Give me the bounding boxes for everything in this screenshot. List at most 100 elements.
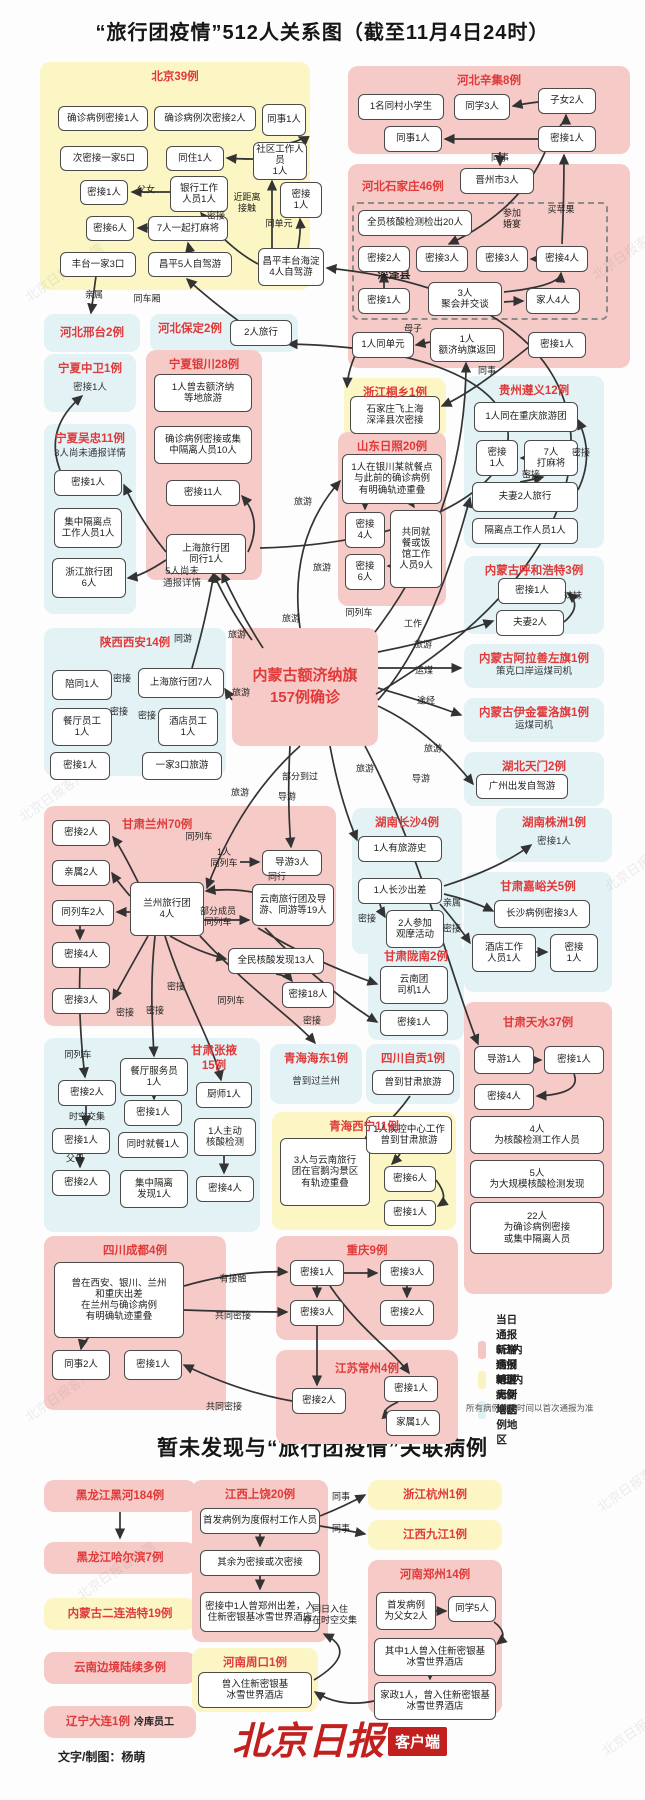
edge-label: 同事 [490,152,510,163]
case-node: 密接 6人 [345,554,385,590]
case-node: 密接1人 [52,1128,110,1154]
case-node: 同事1人 [262,104,306,136]
case-node: 密接中1人曾郑州出差，入住新密银基冰雪世界酒店 [200,1592,320,1632]
group-title-zhongwei: 宁夏中卫1例 [58,363,122,375]
case-node: 密接4人 [536,246,588,272]
group-title-huhht: 内蒙古呼和浩特3例 [484,565,584,577]
group-title-changsha: 湖南长沙4例 [375,817,439,829]
case-node: 密接3人 [416,246,468,272]
case-node: 密接1人 [538,126,596,152]
edge-label: 密接 [112,673,132,684]
edge-label: 密接 [521,469,541,480]
case-node: 导游1人 [474,1046,534,1074]
case-node: 一家3口旅游 [142,752,222,780]
edge-label: 共同密接 [214,1310,252,1321]
legend-label: 5日内通报新增病例地区 [495,1344,523,1416]
edge-label: 时空交集 [68,1111,106,1122]
edge-label: 旅游 [281,613,301,624]
group-title-wuzhong: 宁夏吴忠11例 [55,433,125,445]
group-title-lanzhou: 甘肃兰州70例 [122,819,193,831]
group-title-yijin: 内蒙古伊金霍洛旗1例 [479,707,589,719]
edge-label: 密接 [206,210,226,221]
group-text: 策克口岸运煤司机 [495,666,573,677]
edge-label: 旅游 [312,562,332,573]
group-title-tongxiang: 浙江桐乡1例 [363,387,427,399]
edge-label: 密接 [357,913,377,924]
case-node: 密接11人 [166,480,240,506]
group-xingtai [44,314,140,352]
case-node: 曾在西安、银川、兰州 和重庆出差 在兰州与确诊病例 有明确轨迹重叠 [54,1262,184,1338]
case-node: 密接2人 [380,1300,434,1326]
edge-label: 同车厢 [133,293,161,304]
edge-label: 旅游 [231,687,251,698]
case-node: 云南团 司机1人 [380,966,448,1004]
group-title-sjz: 河北石家庄46例 [362,181,444,193]
case-node: 其中1人曾入住新密银基 冰雪世界酒店 [374,1638,496,1676]
arrow [313,1691,375,1704]
case-node: 密接3人 [380,1260,434,1286]
case-node: 22人 为确诊病例密接 或集中隔离人员 [470,1202,604,1254]
edge-label: 妹妹 [563,590,583,601]
group-yunnan [44,1652,196,1684]
case-node: 酒店员工 1人 [158,708,218,746]
edge-label: 同单元 [265,218,293,229]
case-node: 1人在银川某就餐点 与此前的确诊病例 有明确轨迹重叠 [342,454,442,504]
case-node: 同事2人 [52,1350,110,1380]
edge-label: 密接 [115,1007,135,1018]
group-title-dalian: 辽宁大连1例冷库员工 [66,1715,174,1728]
case-node: 密接4人 [196,1176,254,1202]
case-node: 密接1人 [544,1046,604,1074]
edge-label: 密接 [137,710,157,721]
group-text: 密接1人 [73,382,107,393]
group-title-tianmen: 湖北天门2例 [502,761,566,773]
group-title-shangrao: 江西上饶20例 [224,1489,296,1501]
case-node: 昌平丰台海淀 4人自驾游 [258,248,324,286]
case-node: 密接 1人 [476,440,518,476]
case-node: 密接1人 [384,1376,438,1402]
case-node: 密接2人 [58,1080,116,1106]
case-node: 1人主动 核酸检测 [194,1118,256,1156]
group-title-hangzhou: 浙江杭州1例 [403,1488,467,1501]
case-node: 昌平5人自驾游 [148,252,232,277]
case-node: 共同就 餐或饭 馆工作 人员9人 [390,510,442,588]
case-node: 集中隔离 发现1人 [120,1170,188,1208]
case-node: 集中隔离点 工作人员1人 [54,508,122,548]
edge-label: 买苹果 [547,204,575,215]
case-node: 夫妻2人旅行 [472,482,578,512]
group-title-haidong: 青海海东1例 [284,1053,348,1065]
edge-label: 途经 [416,695,436,706]
group-dalian [44,1706,196,1738]
case-node: 隔离点工作人员1人 [472,518,578,544]
case-node: 家属1人 [386,1410,440,1436]
group-title-zhangye: 甘肃张掖 15例 [191,1045,237,1072]
case-node: 广州出发自驾游 [476,774,568,799]
legend-swatch [478,1400,487,1419]
group-text: 3人尚未通报详情 [54,448,126,459]
group-title-haerbin: 黑龙江哈尔滨7例 [76,1551,164,1564]
group-title-alashan: 内蒙古阿拉善左旗1例 [479,653,589,665]
case-node: 密接2人 [292,1388,346,1414]
case-node: 上海旅行团7人 [138,668,224,698]
case-node: 1人 额济纳旗返回 [430,328,504,362]
group-title-xingtai: 河北邢台2例 [60,326,124,339]
group-title-heihe: 黑龙江黑河184例 [75,1489,165,1502]
edge-label: 旅游 [423,743,443,754]
group-title-zigong: 四川自贡1例 [381,1053,445,1065]
edge-label: 近距离 接触 [233,192,261,213]
case-node: 餐厅服务员 1人 [120,1058,188,1096]
group-hangzhou [368,1480,502,1510]
publisher-logo: 北京日报 客户端 [232,1722,448,1760]
case-node: 2人旅行 [230,320,292,346]
case-node: 密接1人 [54,470,122,496]
case-node: 密接2人 [358,246,410,272]
case-node: 3人 聚会并交谈 [428,282,502,316]
group-title-beijing: 北京39例 [151,71,199,83]
group-jiayuguan [464,872,612,992]
case-node: 1人同在重庆旅游团 [474,402,578,432]
edge-label: 母子 [403,323,423,334]
group-title-jiayuguan: 甘肃嘉峪关5例 [500,881,576,893]
edge-label: 工作 [403,618,423,629]
edge-label: 1人 同列车 [210,847,238,868]
edge-label: 亲属 [84,289,104,300]
edge-label: 部分成员 同列车 [199,906,237,927]
